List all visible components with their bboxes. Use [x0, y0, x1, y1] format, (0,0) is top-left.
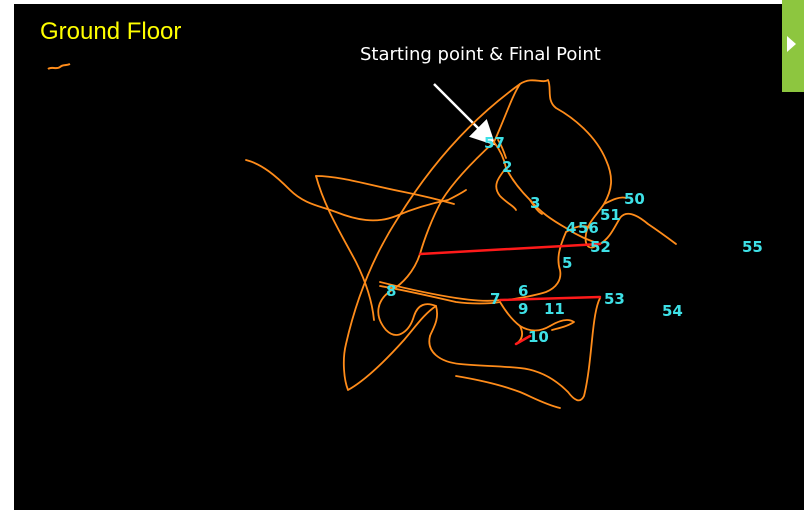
start-final-caption: Starting point & Final Point	[360, 44, 601, 65]
point-label-5: 5	[562, 254, 572, 272]
point-label-9: 9	[518, 300, 528, 318]
point-label-10: 10	[528, 328, 549, 346]
point-label-8: 8	[386, 282, 396, 300]
point-label-11: 11	[544, 300, 565, 318]
pointer-arrow	[433, 83, 496, 146]
map-canvas	[14, 4, 804, 510]
play-triangle-icon	[787, 36, 796, 52]
point-label-56: 56	[578, 219, 599, 237]
point-label-3: 3	[530, 194, 540, 212]
point-label-2: 2	[502, 158, 512, 176]
point-label-57: 57	[484, 134, 505, 152]
point-label-7: 7	[490, 290, 500, 308]
point-label-51: 51	[600, 206, 621, 224]
point-label-53: 53	[604, 290, 625, 308]
point-label-54: 54	[662, 302, 683, 320]
walk-path	[245, 79, 677, 409]
title-squiggle	[47, 63, 71, 70]
point-label-55: 55	[742, 238, 763, 256]
highlight-segments	[418, 242, 602, 346]
point-labels: 57 2 3 4 56 50 51 52 5 55 8 6 7 9 11 53 …	[386, 134, 763, 346]
page-title: Ground Floor	[40, 18, 182, 45]
point-label-52: 52	[590, 238, 611, 256]
point-label-6: 6	[518, 282, 528, 300]
point-label-4: 4	[566, 219, 576, 237]
point-label-50: 50	[624, 190, 645, 208]
